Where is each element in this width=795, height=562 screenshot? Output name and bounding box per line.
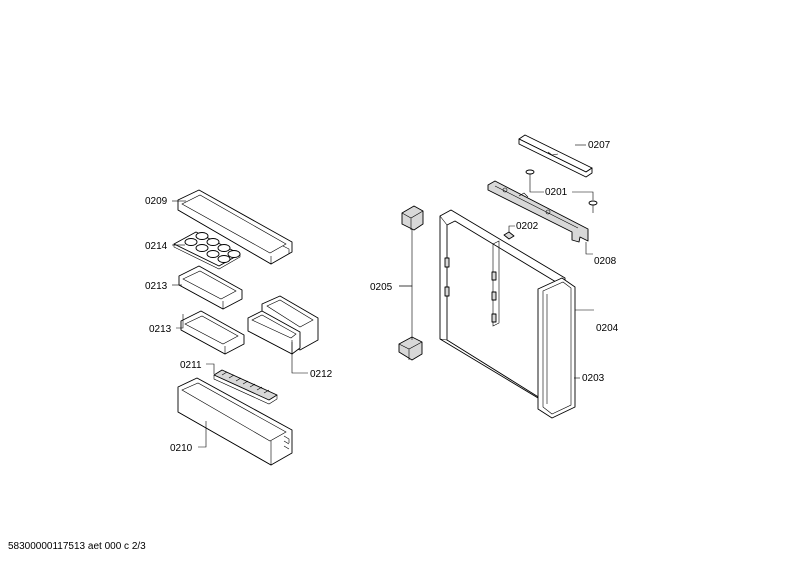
callout-0209: 0209 bbox=[145, 196, 168, 207]
callout-0208: 0208 bbox=[594, 256, 617, 267]
part-0213-small-shelf-lower bbox=[180, 310, 245, 355]
callout-0203: 0203 bbox=[582, 373, 605, 384]
callout-0212: 0212 bbox=[310, 369, 333, 380]
part-0205-hinge-block-lower bbox=[398, 336, 423, 361]
callout-0214: 0214 bbox=[145, 241, 168, 252]
part-0208-hinge-bracket bbox=[487, 180, 589, 243]
callout-0213-upper: 0213 bbox=[145, 281, 168, 292]
callout-0201: 0201 bbox=[545, 187, 568, 198]
part-0201-screw-b bbox=[588, 200, 598, 213]
part-0201-screw-a bbox=[525, 169, 535, 183]
part-0214-egg-tray bbox=[173, 231, 241, 270]
part-0207-hinge-cover bbox=[518, 134, 593, 178]
document-id: 58300000117513 aet 000 c 2/3 bbox=[8, 541, 146, 552]
callout-0202: 0202 bbox=[516, 221, 539, 232]
part-0205-hinge-block-upper bbox=[401, 205, 424, 231]
part-0211-slotted-insert bbox=[213, 369, 278, 405]
callout-0211: 0211 bbox=[180, 360, 202, 371]
part-0203-door-gasket bbox=[537, 277, 576, 419]
callout-0210: 0210 bbox=[170, 443, 193, 454]
callout-0207: 0207 bbox=[588, 140, 611, 151]
part-0212-bottle-holder bbox=[247, 295, 319, 355]
part-0204-door-panel bbox=[439, 209, 566, 411]
part-0202-clip bbox=[503, 231, 515, 240]
part-0209-upper-door-shelf bbox=[177, 189, 293, 265]
part-0210-lower-door-shelf bbox=[177, 377, 293, 466]
callout-0205: 0205 bbox=[370, 282, 393, 293]
callout-0213-lower: 0213 bbox=[149, 324, 172, 335]
callout-0204: 0204 bbox=[596, 323, 619, 334]
part-0213-small-shelf-upper bbox=[178, 265, 243, 310]
